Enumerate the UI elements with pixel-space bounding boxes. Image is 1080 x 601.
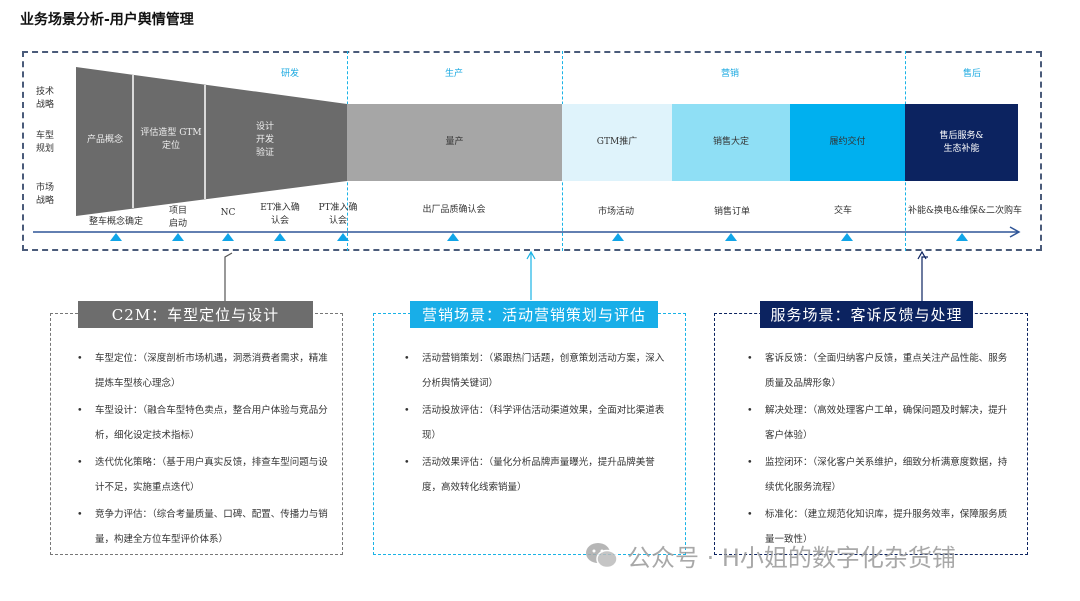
milestone-marker [274,233,286,241]
milestone-marker [110,233,122,241]
lifecycle-frame [22,51,1042,251]
watermark-text: 公众号 · H小姐的数字化杂货铺 [627,544,956,572]
phase-production: 生产 [444,69,464,79]
funnel-stage-gtm: 评估造型 GTM定位 [140,128,202,151]
milestone: PT准入确认会 [318,203,358,226]
c2m-item: 迭代优化策略：（基于用户真实反馈，排查车型问题与设计不足，实施重点迭代） [77,450,332,500]
bar-delivery: 履约交付 [790,104,905,181]
milestone: 项目启动 [168,206,187,229]
marketing-item: 活动营销策划：（紧跟热门话题，创意策划活动方案，深入分析舆情关键词） [404,346,671,396]
milestone: NC [220,208,236,218]
marketing-item: 活动投放评估：（科学评估活动渠道效果，全面对比渠道表现） [404,398,671,448]
funnel-stage-design: 设计开发验证 [255,121,274,158]
scenario-marketing-title: 营销场景：活动营销策划与评估 [410,301,658,328]
milestone-marker [841,233,853,241]
bar-mass-production: 量产 [347,104,562,181]
milestone-marker [172,233,184,241]
funnel-stage-concept: 产品概念 [86,134,123,145]
row-label-model: 车型规划 [36,131,55,154]
milestone: 销售订单 [713,207,751,217]
c2m-item: 车型定位：（深度剖析市场机遇，洞悉消费者需求，精准提炼车型核心理念） [77,346,332,396]
phase-marketing: 营销 [720,69,740,79]
scenario-marketing-box: 活动营销策划：（紧跟热门话题，创意策划活动方案，深入分析舆情关键词） 活动投放评… [373,313,686,555]
phase-aftersales: 售后 [962,69,982,79]
scenario-service-box: 客诉反馈：（全面归纳客户反馈，重点关注产品性能、服务质量及品牌形象） 解决处理：… [714,313,1028,555]
row-label-market: 市场战略 [36,183,55,206]
service-item: 解决处理：（高效处理客户工单，确保问题及时解决，提升客户体验） [747,398,1013,448]
page-title: 业务场景分析-用户舆情管理 [20,12,194,28]
milestone: 补能&换电&维保&二次购车 [907,206,1023,216]
milestone-marker [222,233,234,241]
milestone-marker [612,233,624,241]
milestone-marker [337,233,349,241]
funnel-shape [33,67,1021,238]
bar-sales-order: 销售大定 [672,104,790,181]
connectors [224,250,928,302]
milestone: 出厂品质确认会 [422,205,486,215]
c2m-item: 竞争力评估：（综合考量质量、口碑、配置、传播力与销量，构建全方位车型评价体系） [77,502,332,552]
scenario-service-title: 服务场景：客诉反馈与处理 [760,301,973,328]
milestone-marker [447,233,459,241]
milestone: 整车概念确定 [88,217,144,227]
scenario-c2m-box: 车型定位：（深度剖析市场机遇，洞悉消费者需求，精准提炼车型核心理念） 车型设计：… [50,313,343,555]
bar-aftersales: 售后服务& 生态补能 [905,104,1018,181]
service-item: 标准化：（建立规范化知识库，提升服务效率，保障服务质量一致性） [747,502,1013,552]
milestone: 市场活动 [597,207,635,217]
milestone: 交车 [833,206,853,216]
scenario-c2m-title: C2M：车型定位与设计 [78,301,313,328]
service-item: 客诉反馈：（全面归纳客户反馈，重点关注产品性能、服务质量及品牌形象） [747,346,1013,396]
milestone-marker [956,233,968,241]
watermark: 公众号 · H小姐的数字化杂货铺 [585,538,956,573]
c2m-item: 车型设计：（融合车型特色卖点，整合用户体验与竞品分析，细化设定技术指标） [77,398,332,448]
milestone: ET准入确认会 [260,203,300,226]
wechat-icon [586,542,618,568]
marketing-item: 活动效果评估：（量化分析品牌声量曝光，提升品牌美誉度，高效转化线索销量） [404,450,671,500]
bar-gtm-promotion: GTM推广 [562,104,672,181]
phase-rnd: 研发 [280,69,300,79]
row-label-tech: 技术战略 [36,87,55,110]
milestone-marker [725,233,737,241]
service-item: 监控闭环：（深化客户关系维护，细致分析满意度数据，持续优化服务流程） [747,450,1013,500]
